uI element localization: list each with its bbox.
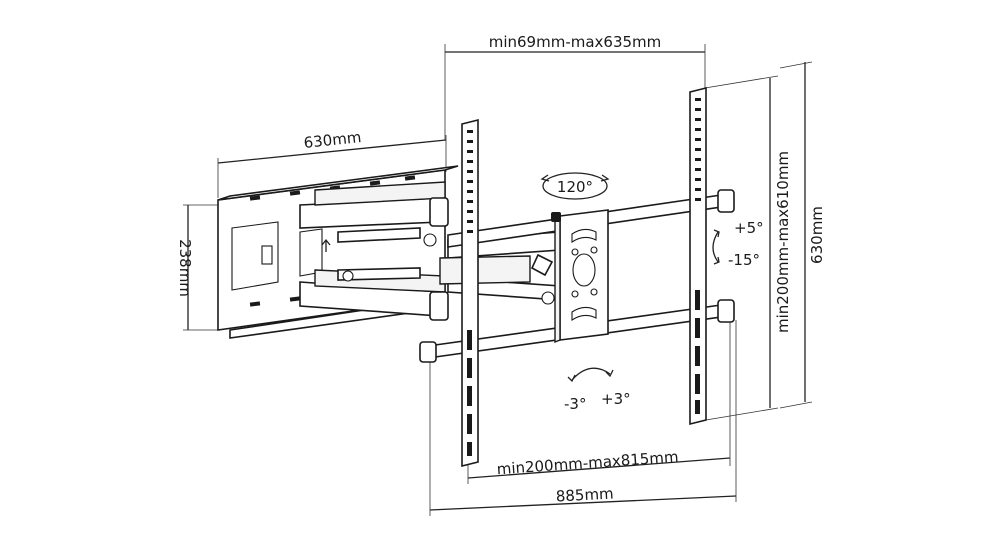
swivel-label: 120°: [557, 178, 593, 196]
depth-label: 630mm: [303, 128, 362, 152]
total-width-label: 885mm: [555, 485, 614, 506]
roll-positive-label: +3°: [601, 390, 631, 408]
rotation-arrows: [540, 172, 720, 383]
right-vertical-bracket: [689, 86, 707, 426]
wall-plate-height-label: 238mm: [176, 239, 194, 297]
swivel-arrow-icon: [542, 172, 608, 200]
roll-negative-label: -3°: [564, 395, 586, 413]
vertical-spacing-label: min200mm-max610mm: [774, 151, 792, 333]
tilt-arrow-icon: [712, 231, 719, 263]
tilt-down-label: -15°: [728, 251, 760, 269]
center-tilt-plate: [551, 209, 609, 344]
arm-range-label: min69mm-max635mm: [489, 33, 662, 51]
tilt-up-label: +5°: [734, 219, 764, 237]
dimension-lines: [183, 44, 813, 516]
horizontal-spacing-label: min200mm-max815mm: [496, 448, 679, 479]
total-height-label: 630mm: [808, 206, 826, 264]
left-vertical-bracket: [461, 118, 479, 468]
roll-arrow-icon: [571, 367, 611, 381]
